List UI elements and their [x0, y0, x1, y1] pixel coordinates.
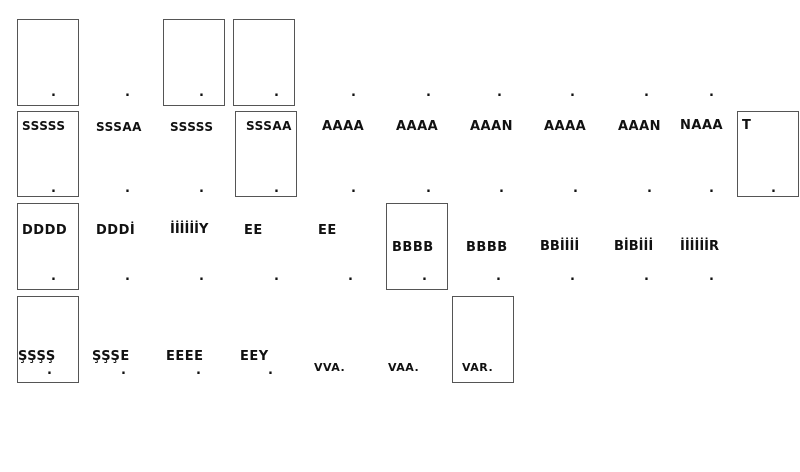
cell-frame — [17, 296, 79, 383]
period-mark: . — [348, 269, 353, 284]
cell-text: EEEE — [166, 349, 204, 364]
period-mark: . — [496, 269, 501, 284]
period-mark: . — [570, 269, 575, 284]
period-mark: . — [709, 85, 714, 100]
cell-text: EE — [244, 223, 263, 238]
cell-text: AAAA — [396, 119, 439, 134]
period-mark: . — [199, 181, 204, 196]
period-mark: . — [570, 85, 575, 100]
period-mark: . — [709, 181, 714, 196]
cell-text: AAAN — [618, 119, 662, 134]
period-mark: . — [51, 269, 56, 284]
period-mark: . — [196, 363, 201, 378]
period-mark: . — [274, 85, 279, 100]
cell-frame — [17, 203, 79, 290]
period-mark: . — [426, 181, 431, 196]
period-mark: . — [351, 85, 356, 100]
cell-text: SSSAA — [246, 119, 292, 133]
period-mark: . — [647, 181, 652, 196]
cell-text: BBBB — [392, 240, 434, 255]
period-mark: . — [47, 363, 52, 378]
cell-frame — [163, 19, 225, 106]
cell-text: BBİİİİ — [540, 239, 580, 254]
period-mark: . — [426, 85, 431, 100]
cell-frame — [17, 19, 79, 106]
cell-text: SSSSS — [170, 120, 214, 134]
period-mark: . — [121, 363, 126, 378]
period-mark: . — [125, 269, 130, 284]
cell-text: T — [742, 118, 752, 133]
period-mark: . — [644, 85, 649, 100]
period-mark: . — [274, 181, 279, 196]
cell-text: VAA. — [388, 361, 420, 374]
cell-text: İİİİİİY — [170, 222, 209, 237]
cell-text: NAAA — [680, 118, 724, 133]
period-mark: . — [422, 269, 427, 284]
cell-text: VAR. — [462, 361, 494, 374]
cell-frame — [233, 19, 295, 106]
cell-text: EEY — [240, 349, 269, 364]
cell-text: AAAA — [322, 119, 365, 134]
cell-text: ŞŞŞŞ — [18, 349, 56, 364]
cell-text: ŞŞŞE — [92, 349, 130, 364]
period-mark: . — [499, 181, 504, 196]
cell-text: AAAA — [544, 119, 587, 134]
cell-frame — [386, 203, 448, 290]
cell-text: BİBİİİ — [614, 239, 654, 254]
cell-frame — [17, 111, 79, 197]
period-mark: . — [125, 181, 130, 196]
cell-frame — [235, 111, 297, 197]
period-mark: . — [771, 181, 776, 196]
period-mark: . — [497, 85, 502, 100]
cell-text: İİİİİİR — [680, 239, 720, 254]
period-mark: . — [573, 181, 578, 196]
period-mark: . — [709, 269, 714, 284]
period-mark: . — [268, 363, 273, 378]
cell-text: VVA. — [314, 361, 346, 374]
cell-text: SSSAA — [96, 120, 142, 134]
cell-text: DDDD — [22, 223, 68, 238]
period-mark: . — [51, 181, 56, 196]
period-mark: . — [199, 85, 204, 100]
cell-text: AAAN — [470, 119, 514, 134]
cell-text: SSSSS — [22, 119, 66, 133]
cell-frame — [452, 296, 514, 383]
cell-frame — [737, 111, 799, 197]
cell-text: EE — [318, 223, 337, 238]
period-mark: . — [199, 269, 204, 284]
period-mark: . — [51, 85, 56, 100]
period-mark: . — [351, 181, 356, 196]
period-mark: . — [274, 269, 279, 284]
period-mark: . — [644, 269, 649, 284]
cell-text: DDDİ — [96, 223, 136, 238]
cell-text: BBBB — [466, 240, 508, 255]
period-mark: . — [125, 85, 130, 100]
